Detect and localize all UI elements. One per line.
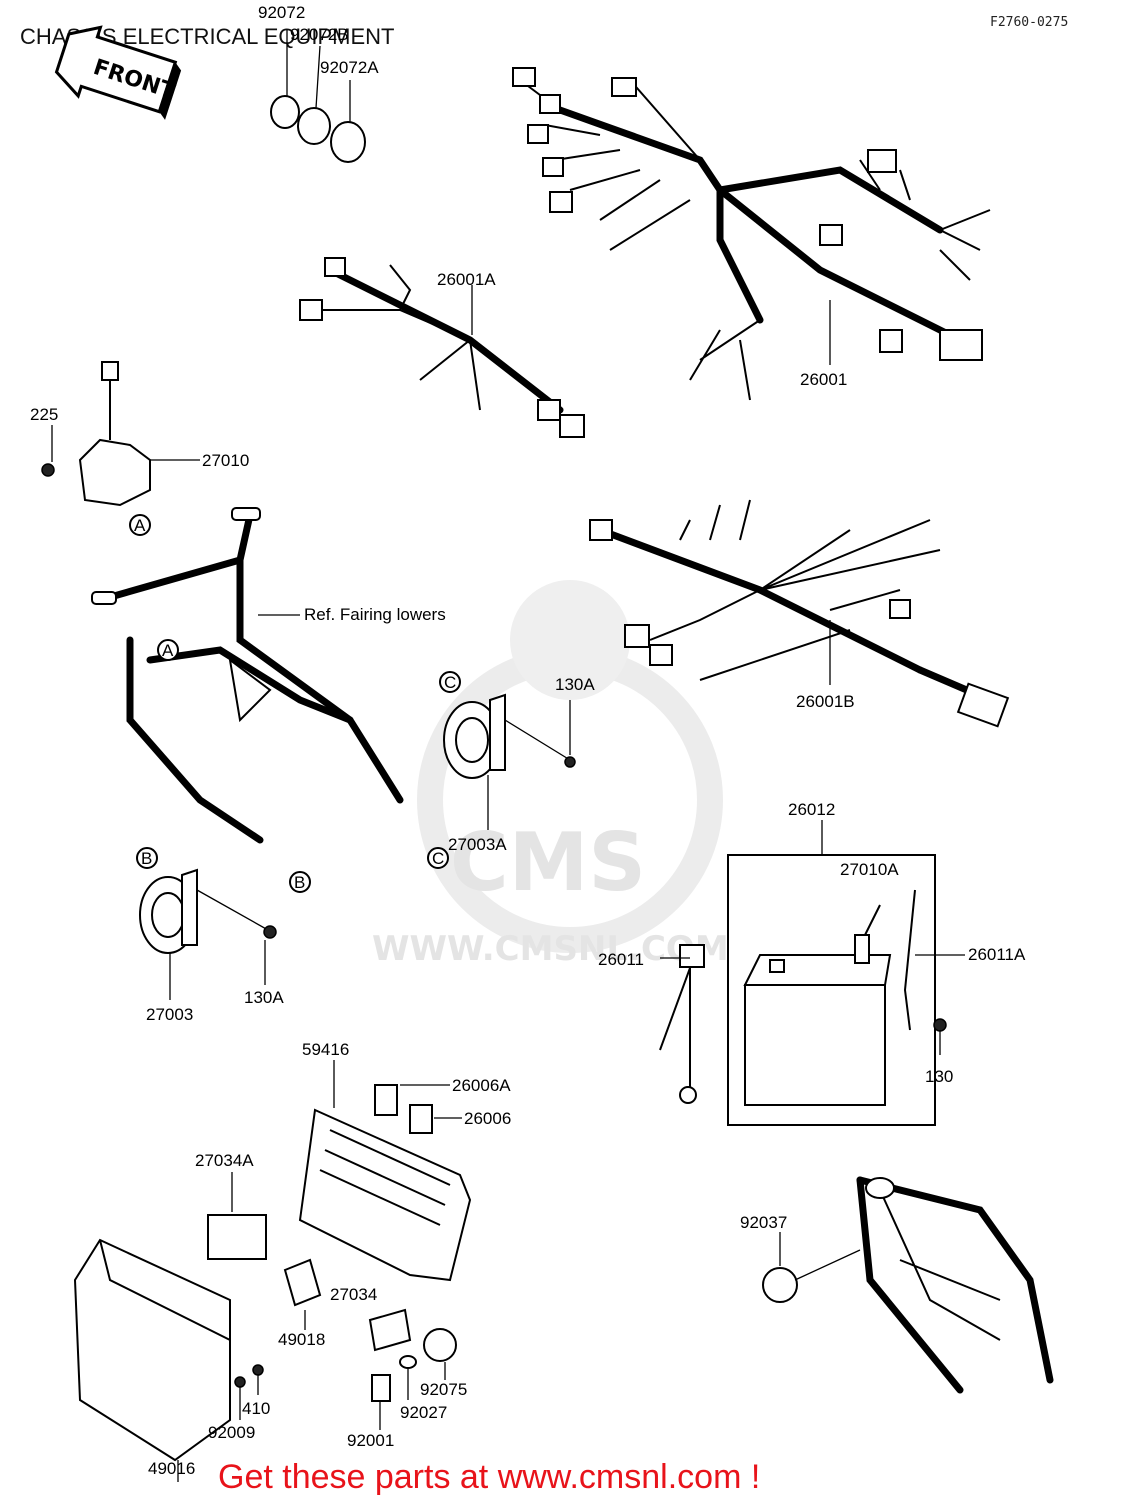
part-label-49016: 49016 xyxy=(148,1459,195,1478)
footer-link-text[interactable]: Get these parts at www.cmsnl.com ! xyxy=(218,1458,760,1496)
part-label-225: 225 xyxy=(30,405,58,424)
part-label-92072B: 92072B xyxy=(290,25,349,44)
part-label-92009: 92009 xyxy=(208,1423,255,1442)
marker-a-2: A xyxy=(162,641,174,660)
part-label-59416: 59416 xyxy=(302,1040,349,1059)
fuse-box-59416 xyxy=(207,1060,472,1430)
part-label-27003A: 27003A xyxy=(448,835,507,854)
marker-b-1: B xyxy=(294,873,305,892)
watermark-brand: CMS xyxy=(450,816,646,909)
part-label-26012: 26012 xyxy=(788,800,835,819)
part-label-27003: 27003 xyxy=(146,1005,193,1024)
part-label-27010A: 27010A xyxy=(840,860,899,879)
marker-a-1: A xyxy=(134,516,146,535)
horn-27003A xyxy=(443,693,576,830)
part-label-130A-1: 130A xyxy=(555,675,595,694)
part-label-27010: 27010 xyxy=(202,451,249,470)
part-label-27034A: 27034A xyxy=(195,1151,254,1170)
part-labels: 92072 92072B 92072A 26001A 26001 225 270… xyxy=(30,3,1026,1478)
part-label-27034: 27034 xyxy=(330,1285,377,1304)
part-label-26001A: 26001A xyxy=(437,270,496,289)
part-label-26011: 26011 xyxy=(598,950,644,969)
watermark: CMS WWW.CMSNL.COM xyxy=(372,580,729,969)
fairing-bracket xyxy=(91,507,404,844)
part-label-92075: 92075 xyxy=(420,1380,467,1399)
cover-49016 xyxy=(73,1238,264,1482)
caps-92072 xyxy=(270,30,366,163)
harness-26001B xyxy=(589,499,1010,728)
horn-27003 xyxy=(139,868,277,1000)
part-label-26001: 26001 xyxy=(800,370,847,389)
part-label-26001B: 26001B xyxy=(796,692,855,711)
diagram-code: F2760-0275 xyxy=(990,15,1068,30)
part-label-92072: 92072 xyxy=(258,3,305,22)
marker-c-1: C xyxy=(432,849,444,868)
switch-27010 xyxy=(41,361,200,507)
part-label-26006: 26006 xyxy=(464,1109,511,1128)
part-label-130A-2: 130A xyxy=(244,988,284,1007)
battery-assembly xyxy=(659,820,965,1126)
reference-markers: A A C C B B xyxy=(129,514,461,893)
ref-fairing-note: Ref. Fairing lowers xyxy=(304,605,446,624)
main-harness-26001 xyxy=(512,67,991,401)
part-label-49018: 49018 xyxy=(278,1330,325,1349)
part-label-26006A: 26006A xyxy=(452,1076,511,1095)
part-label-130: 130 xyxy=(925,1067,953,1086)
part-label-92037: 92037 xyxy=(740,1213,787,1232)
part-label-92072A: 92072A xyxy=(320,58,379,77)
marker-c-2: C xyxy=(444,673,456,692)
frame-92037 xyxy=(762,1176,1054,1394)
part-label-410: 410 xyxy=(242,1399,270,1418)
part-label-92001: 92001 xyxy=(347,1431,394,1450)
part-label-26011A: 26011A xyxy=(968,945,1026,964)
watermark-url: WWW.CMSNL.COM xyxy=(372,929,729,969)
part-label-92027: 92027 xyxy=(400,1403,447,1422)
harness-26001A xyxy=(299,257,585,438)
marker-b-2: B xyxy=(141,849,152,868)
